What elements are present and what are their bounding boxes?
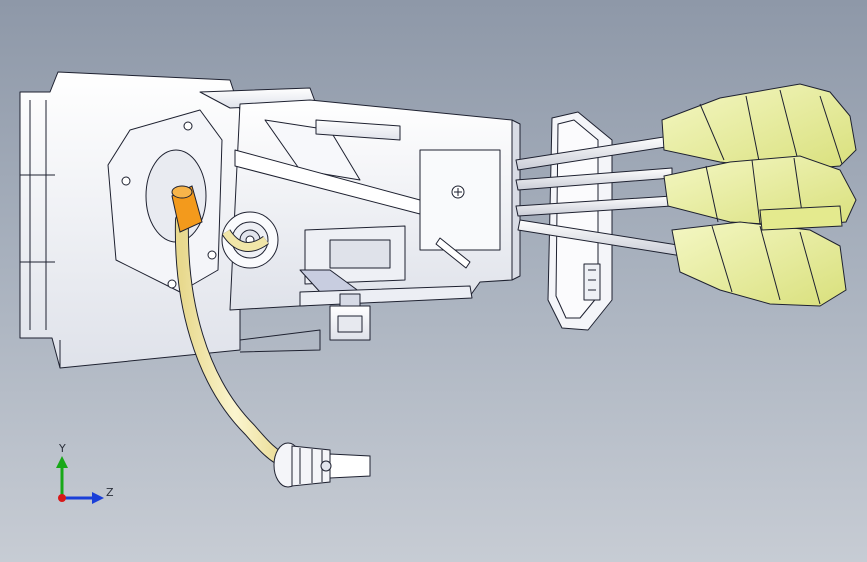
cable-plug (273, 442, 371, 488)
mounting-flange (107, 109, 223, 293)
y-axis-label: Y (58, 442, 66, 455)
front-plate (547, 111, 613, 331)
cable-assembly (171, 185, 371, 488)
electrical-connector (329, 293, 371, 341)
central-frame (229, 99, 521, 311)
z-axis-label: Z (106, 486, 114, 499)
axis-triad: Y Z (56, 442, 114, 504)
x-axis-origin (58, 494, 66, 502)
gripper-fingers (661, 83, 857, 307)
